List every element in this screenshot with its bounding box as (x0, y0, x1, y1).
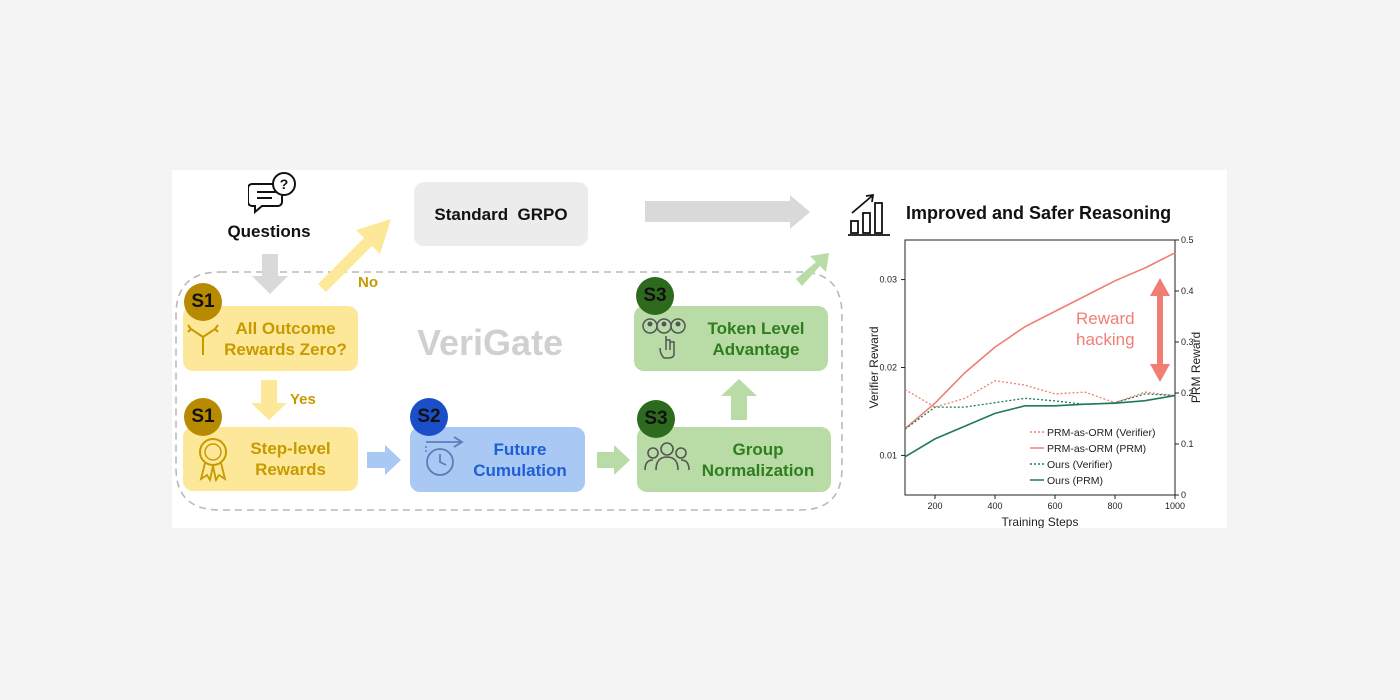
group-norm-line2: Normalization (701, 460, 815, 480)
future-line1: Future (493, 439, 547, 459)
group-people-icon (644, 440, 690, 479)
y-right-axis-label: PRM Reward (1189, 332, 1200, 403)
questions-label: Questions (227, 222, 311, 241)
series-line-prm-as-orm-prm- (904, 252, 1176, 430)
group-normalization-box: Group Normalization (637, 427, 831, 492)
x-tick-label: 1000 (1165, 501, 1185, 511)
y-right-tick-label: 0 (1181, 490, 1186, 500)
future-line2: Cumulation (473, 460, 567, 480)
no-label: No (358, 274, 378, 291)
x-tick-label: 200 (927, 501, 942, 511)
y-right-tick-label: 0.3 (1181, 337, 1194, 347)
series-line-prm-as-orm-verifier- (904, 380, 1176, 408)
improved-title: Improved and Safer Reasoning (906, 203, 1172, 223)
s1-badge-top: S1 (184, 283, 222, 321)
arrow-token-diagonal (796, 253, 829, 286)
chart-legend: PRM-as-ORM (Verifier) PRM-as-ORM (PRM) Our… (1030, 427, 1156, 487)
x-axis-label: Training Steps (1002, 515, 1079, 528)
x-tick-label: 800 (1107, 501, 1122, 511)
reward-chart: 200 400 600 800 1000 0.01 0.02 0.03 0 0.1 0.2 0.3 0.… (867, 235, 1200, 528)
standard-grpo-label: Standard GRPO (434, 204, 568, 224)
token-adv-line1: Token Level (707, 318, 805, 338)
token-adv-line2: Advantage (712, 339, 800, 359)
s3-badge-top: S3 (636, 277, 674, 315)
svg-text:?: ? (280, 176, 289, 192)
series-line-ours-verifier- (904, 393, 1176, 430)
legend-label: PRM-as-ORM (Verifier) (1047, 427, 1156, 439)
series-line-ours-prm- (904, 394, 1176, 458)
step-level-line2: Rewards (255, 460, 326, 479)
standard-grpo-box: Standard GRPO (414, 182, 588, 246)
legend-label: Ours (PRM) (1047, 475, 1103, 487)
y-left-tick-label: 0.01 (879, 450, 897, 460)
future-cumulation-box: Future Cumulation (410, 427, 585, 492)
growth-chart-icon (848, 193, 892, 242)
s1-badge-bottom: S1 (184, 398, 222, 436)
award-medal-icon (195, 436, 231, 487)
reward-hacking-line2: hacking (1076, 330, 1135, 349)
chart-axes: 200 400 600 800 1000 0.01 0.02 0.03 0 0.1 0.2 0.3 0.… (867, 235, 1200, 528)
questions-icon: ? (247, 170, 298, 221)
y-right-tick-label: 0.5 (1181, 235, 1194, 245)
reward-hacking-line1: Reward (1076, 309, 1135, 328)
all-outcome-line2: Rewards Zero? (224, 339, 347, 359)
group-norm-line1: Group (732, 439, 784, 459)
y-right-tick-label: 0.4 (1181, 286, 1194, 296)
arrow-yes-down (251, 380, 287, 420)
y-left-tick-label: 0.03 (879, 275, 897, 285)
y-right-tick-label: 0.1 (1181, 439, 1194, 449)
split-arrow-icon (186, 321, 220, 362)
verigate-label: VeriGate (417, 322, 564, 363)
all-outcome-box: All Outcome Rewards Zero? (183, 306, 358, 371)
arrow-future-to-group (597, 445, 630, 475)
step-level-box: Step-level Rewards (183, 427, 358, 491)
x-tick-label: 600 (1047, 501, 1062, 511)
select-person-icon (640, 316, 688, 365)
chart-lines (904, 252, 1176, 458)
reward-hacking-label: Reward hacking (1076, 308, 1135, 350)
plot-frame (904, 239, 1176, 496)
y-right-tick-label: 0.2 (1181, 388, 1194, 398)
arrow-grpo-right (645, 195, 810, 229)
s3-badge-bottom: S3 (637, 400, 675, 438)
step-level-line1: Step-level (250, 439, 331, 458)
s2-badge: S2 (410, 398, 448, 436)
clock-arrow-icon (420, 434, 470, 485)
all-outcome-line1: All Outcome (235, 318, 336, 338)
arrow-questions-down (252, 254, 288, 294)
legend-label: Ours (Verifier) (1047, 459, 1112, 471)
yes-label: Yes (290, 391, 316, 408)
arrow-no-diagonal (318, 219, 391, 292)
x-tick-label: 400 (987, 501, 1002, 511)
arrow-step-to-future (367, 445, 401, 475)
y-left-tick-label: 0.02 (879, 363, 897, 373)
legend-label: PRM-as-ORM (PRM) (1047, 443, 1146, 455)
verigate-dashed-border (175, 271, 843, 511)
y-left-axis-label: Verifier Reward (867, 326, 881, 408)
reward-hacking-arrow (1150, 278, 1170, 382)
arrow-group-to-token (721, 379, 757, 420)
